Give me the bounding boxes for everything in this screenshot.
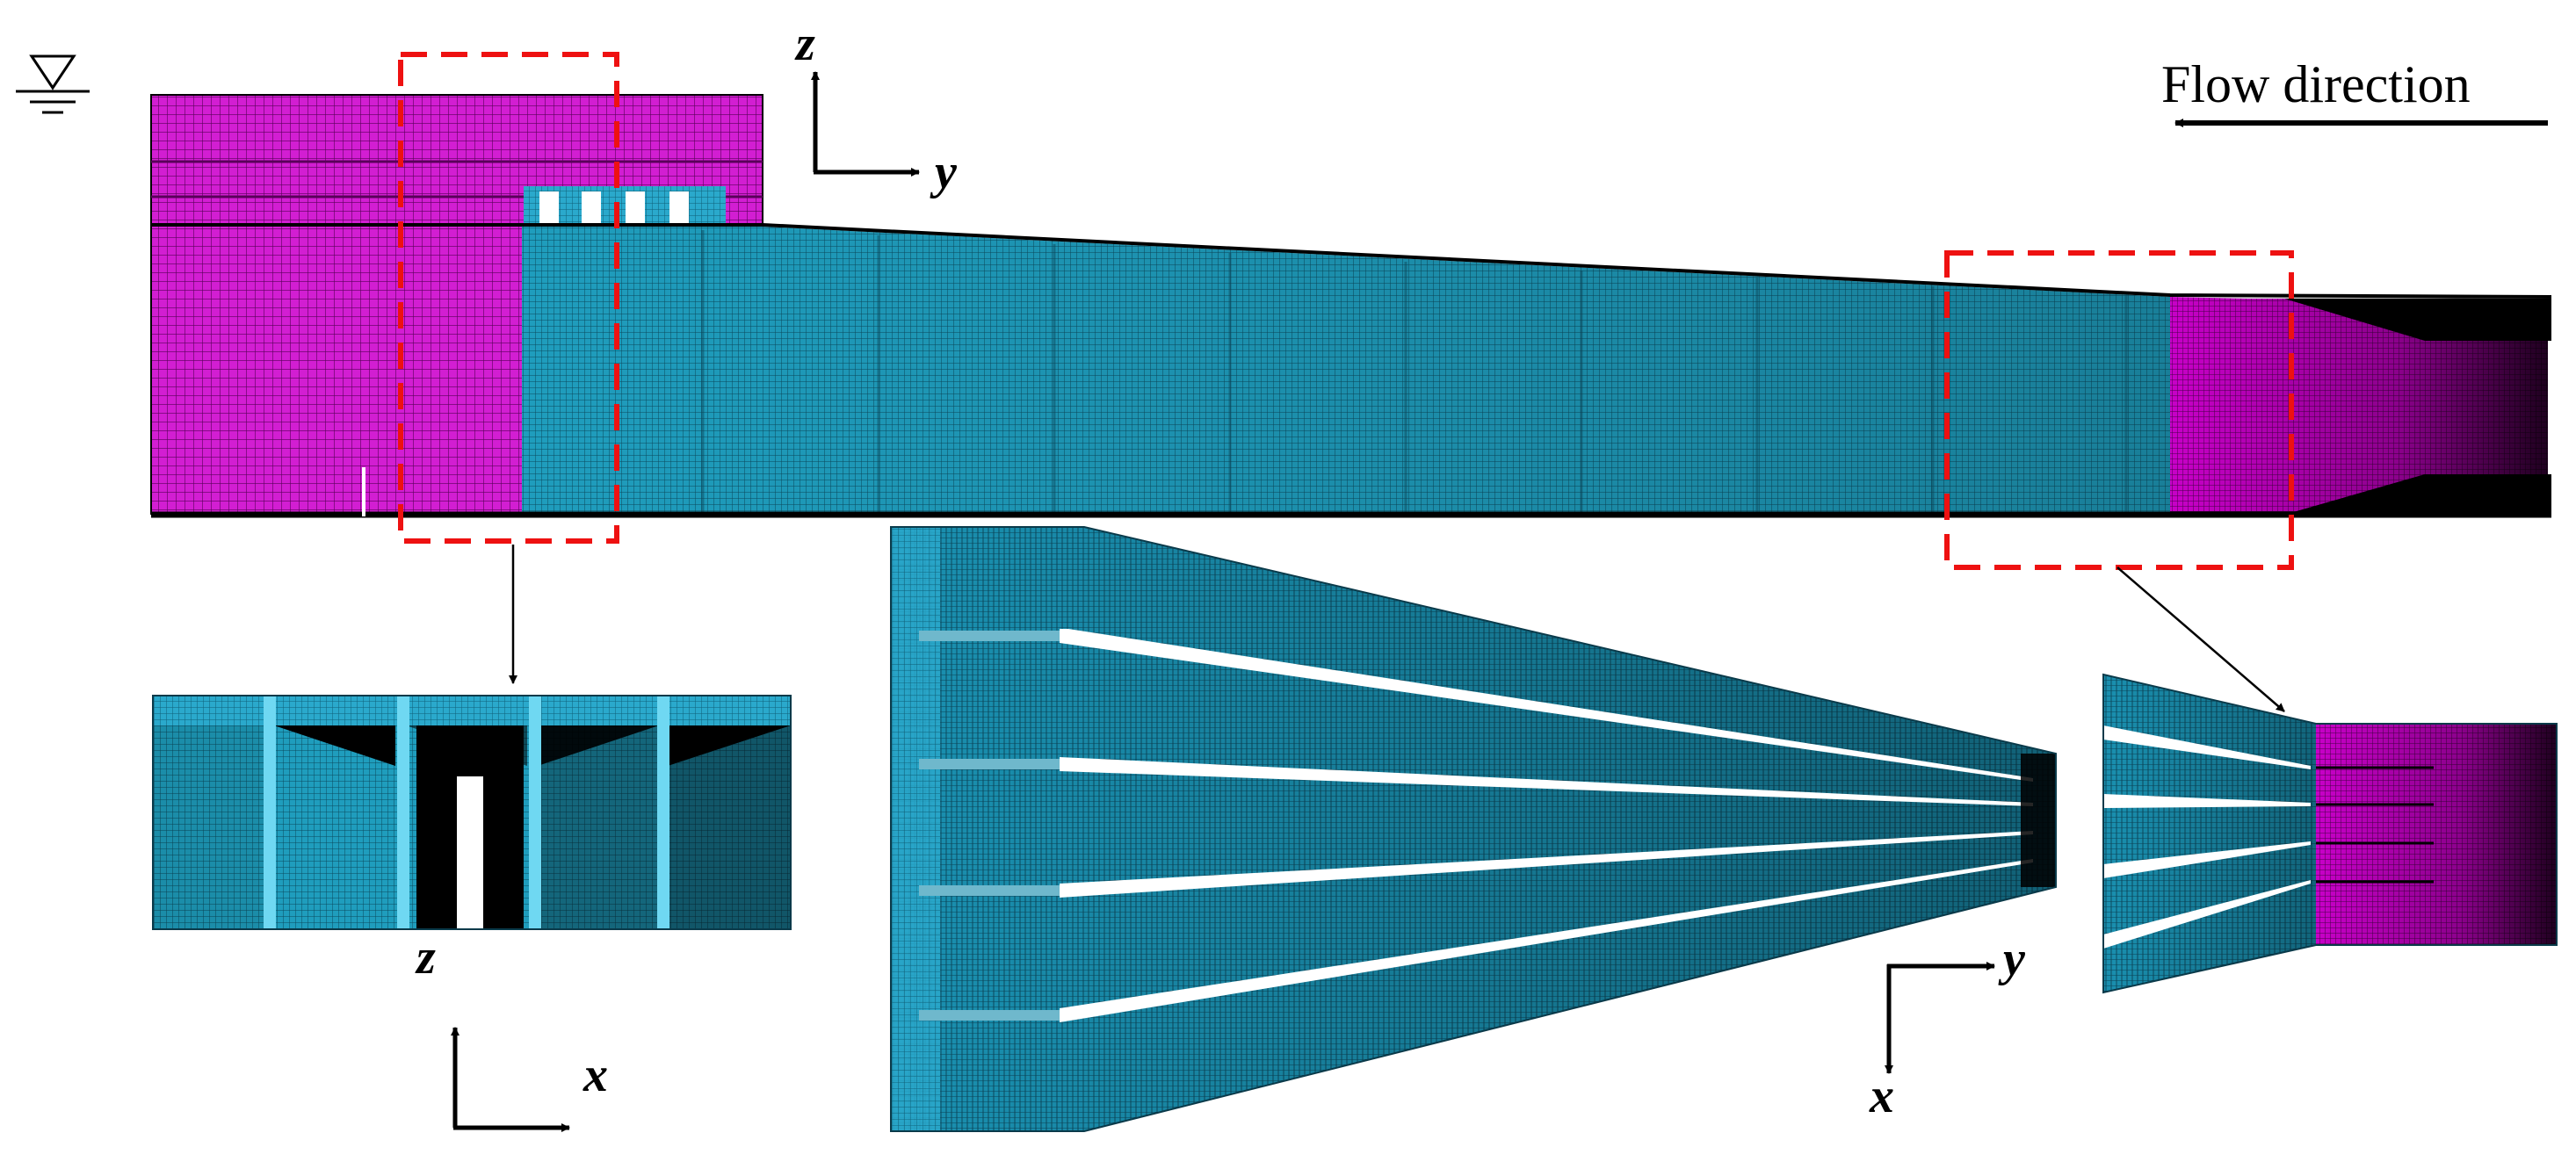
water-level-icon: [16, 54, 90, 114]
divider-wall-4: [1060, 859, 2033, 1022]
divider-wall-1: [1060, 629, 2033, 782]
leader-right: [2117, 566, 2285, 712]
axis-label-right-y: y: [1998, 932, 2026, 986]
plan-view-mesh: [890, 526, 2057, 1132]
highlight-box-left: [398, 52, 619, 544]
axis-frame-right: y x: [1869, 932, 2026, 1123]
axis-label-inset-z: z: [415, 930, 436, 985]
axis-label-top-y: y: [930, 145, 958, 199]
axis-label-left-x: x: [582, 1048, 608, 1102]
axis-frame-left: x: [451, 1027, 608, 1132]
flow-direction-indicator: Flow direction: [2161, 55, 2548, 127]
divider-wall-3: [1060, 831, 2033, 898]
lower-magenta-block: [151, 227, 522, 515]
axis-label-right-x: x: [1869, 1069, 1894, 1123]
pier-gaps: [524, 186, 726, 225]
flow-direction-label: Flow direction: [2161, 55, 2471, 113]
highlight-box-right: [1944, 250, 2294, 570]
divider-wall-2: [1060, 757, 2033, 806]
axis-label-top-z: z: [794, 17, 815, 71]
outlet-detail-inset: [2102, 673, 2558, 994]
side-view-mesh: [150, 94, 2552, 518]
cross-section-inset: z: [152, 695, 792, 985]
axis-frame-top: z y: [794, 17, 958, 199]
